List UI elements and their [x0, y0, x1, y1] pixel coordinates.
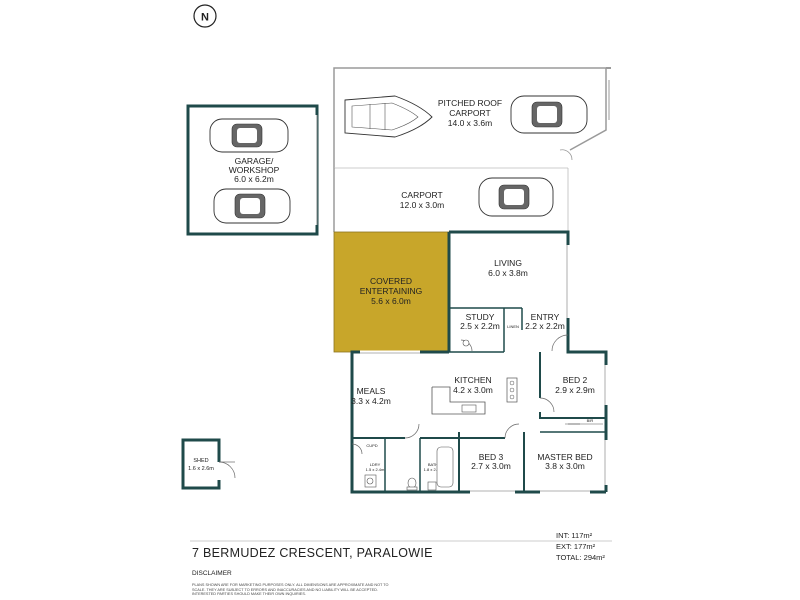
- total-area: TOTAL: 294m²: [556, 553, 605, 562]
- bed2-label: BED 2: [563, 375, 588, 385]
- carport-label: CARPORT: [401, 190, 442, 200]
- north-compass-icon: N: [193, 4, 217, 28]
- pitched-carport-label-2: CARPORT: [449, 108, 490, 118]
- meals-label: MEALS: [357, 386, 386, 396]
- bed3-dims: 2.7 x 3.0m: [471, 461, 511, 471]
- entry-label: ENTRY: [531, 312, 560, 322]
- study-dims: 2.5 x 2.2m: [460, 321, 500, 331]
- ldry-dims: 1.5 x 2.4m: [366, 467, 385, 472]
- car-icon: [478, 177, 554, 217]
- living-dims: 6.0 x 3.8m: [488, 268, 528, 278]
- bath-label: BATH: [428, 462, 438, 467]
- master-bed-label: MASTER BED: [537, 452, 592, 462]
- ldry-label: LDRY: [370, 462, 381, 467]
- pitched-carport-dims: 14.0 x 3.6m: [448, 118, 492, 128]
- shed-label: SHED: [193, 458, 208, 464]
- kitchen-bench: [431, 377, 518, 415]
- kitchen-label: KITCHEN: [454, 375, 491, 385]
- room-labels: LIVING 6.0 x 3.8m STUDY 2.5 x 2.2m ENTRY…: [351, 258, 595, 472]
- study-label: STUDY: [466, 312, 495, 322]
- bath-dims: 1.8 x 2.4m: [424, 467, 443, 472]
- car-icon: [213, 188, 291, 224]
- covered-label-2: ENTERTAINING: [360, 286, 423, 296]
- entry-dims: 2.2 x 2.2m: [525, 321, 565, 331]
- boat-icon: [344, 95, 433, 138]
- shed-dims: 1.6 x 2.6m: [188, 466, 214, 472]
- master-bed-dims: 3.8 x 3.0m: [545, 461, 585, 471]
- garage-label-2: WORKSHOP: [229, 165, 280, 175]
- compass-letter: N: [201, 12, 209, 24]
- covered-label-1: COVERED: [370, 276, 412, 286]
- covered-dims: 5.6 x 6.0m: [371, 296, 411, 306]
- bed3-label: BED 3: [479, 452, 504, 462]
- linen-label: LINEN: [507, 324, 519, 329]
- living-label: LIVING: [494, 258, 522, 268]
- area-summary: INT: 117m² EXT: 177m² TOTAL: 294m²: [556, 530, 605, 563]
- covered-entertaining-area: COVERED ENTERTAINING 5.6 x 6.0m: [333, 231, 450, 353]
- property-address: 7 BERMUDEZ CRESCENT, PARALOWIE: [192, 546, 433, 560]
- car-icon: [209, 118, 289, 153]
- cupd-label: CUPD: [366, 443, 377, 448]
- car-icon: [510, 95, 588, 134]
- shed-room: SHED 1.6 x 2.6m: [181, 438, 236, 490]
- bathroom-fixtures: [364, 339, 470, 491]
- bed2-dims: 2.9 x 2.9m: [555, 385, 595, 395]
- pitched-carport-label-1: PITCHED ROOF: [438, 98, 502, 108]
- window-lines: [360, 245, 606, 492]
- garage-label-1: GARAGE/: [235, 156, 274, 166]
- internal-area: INT: 117m²: [556, 531, 593, 540]
- carport-dims: 12.0 x 3.0m: [400, 200, 444, 210]
- bir-label: BIR: [587, 418, 594, 423]
- bir-robe: BIR: [565, 418, 603, 425]
- meals-dims: 3.3 x 4.2m: [351, 396, 391, 406]
- garage-dims: 6.0 x 6.2m: [234, 174, 274, 184]
- garage-workshop-room: GARAGE/ WORKSHOP 6.0 x 6.2m: [186, 104, 319, 236]
- disclaimer-text: PLANS SHOWN ARE FOR MARKETING PURPOSES O…: [192, 583, 389, 597]
- disclaimer-title: DISCLAIMER: [192, 570, 232, 577]
- carport-area: CARPORT 12.0 x 3.0m: [333, 168, 569, 232]
- external-area: EXT: 177m²: [556, 542, 596, 551]
- pitched-roof-carport-area: PITCHED ROOF CARPORT 14.0 x 3.6m: [333, 67, 611, 169]
- window-openings: [360, 245, 608, 494]
- kitchen-dims: 4.2 x 3.0m: [453, 385, 493, 395]
